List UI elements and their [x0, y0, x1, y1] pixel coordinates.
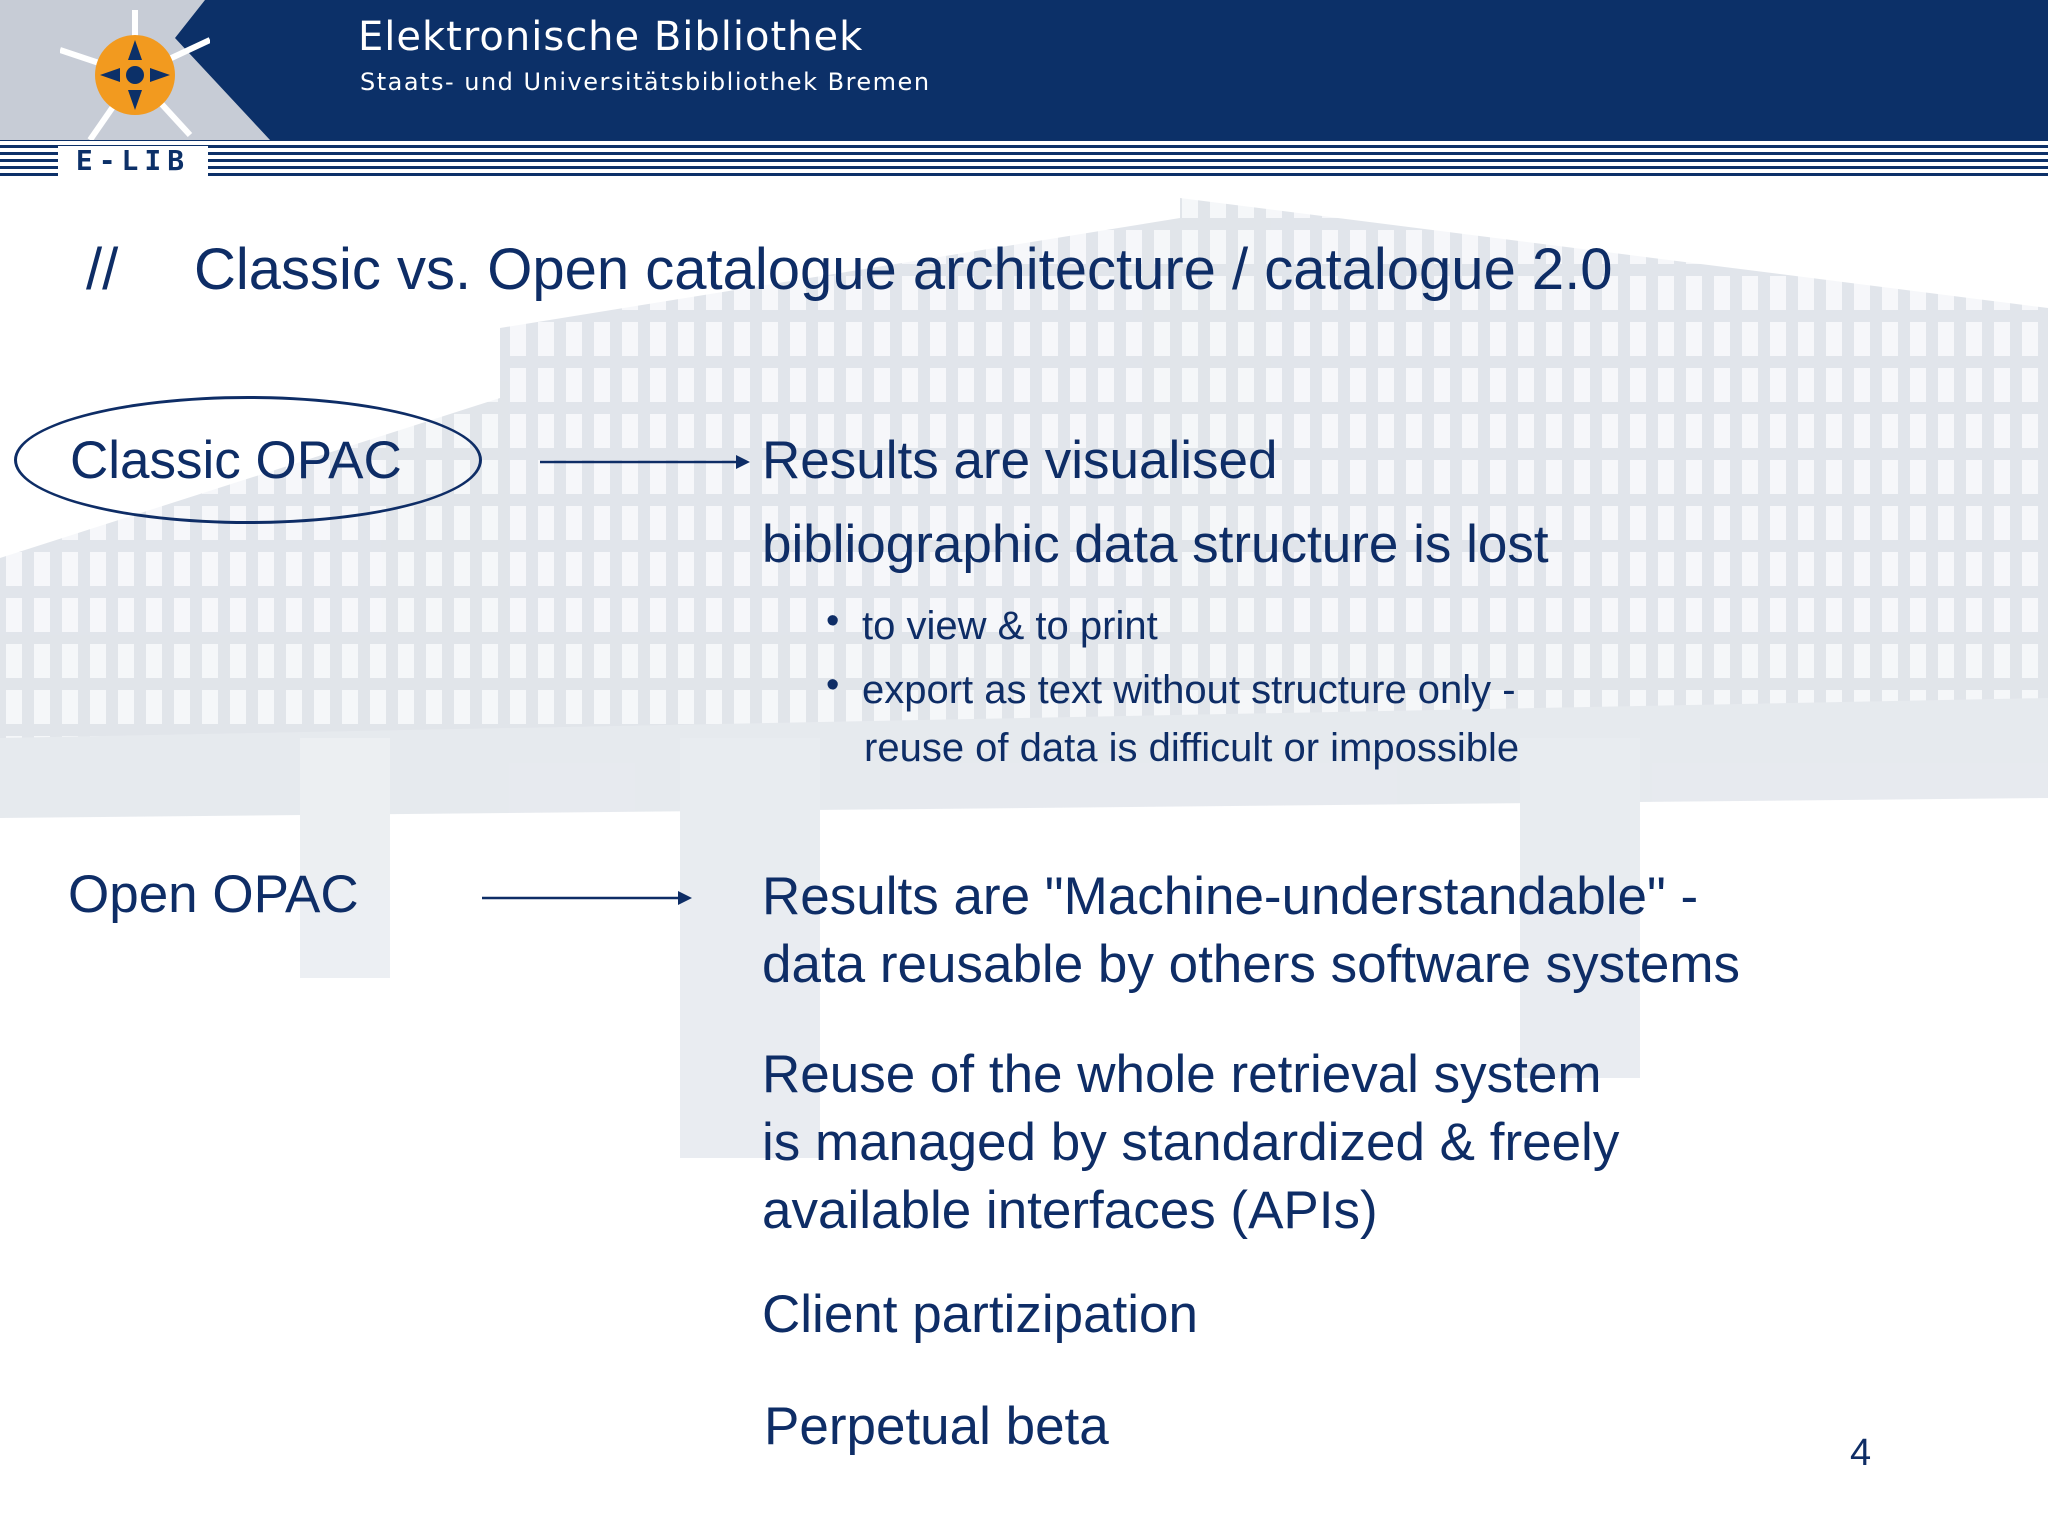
elib-logo-icon: [60, 10, 210, 140]
title-text: Classic vs. Open catalogue architecture …: [194, 237, 1613, 302]
header-banner: [0, 0, 2048, 140]
title-prefix: //: [86, 237, 119, 302]
arrow-right-icon: [540, 455, 750, 469]
classic-bullet: to view & to print: [862, 604, 1158, 648]
classic-opac-ellipse: [14, 396, 482, 524]
open-point: data reusable by others software systems: [762, 935, 1741, 994]
classic-bullet: export as text without structure only -: [862, 668, 1516, 712]
classic-point: Results are visualised: [762, 431, 1278, 490]
open-point: Client partizipation: [762, 1285, 1199, 1344]
open-point: available interfaces (APIs): [762, 1181, 1378, 1240]
header-subtitle: Staats- und Universitätsbibliothek Breme…: [360, 68, 931, 96]
open-opac-label: Open OPAC: [68, 865, 359, 924]
elib-logo-text: E-LIB: [58, 146, 208, 176]
bullet-icon: •: [826, 664, 840, 706]
page-number: 4: [1850, 1432, 1872, 1474]
classic-opac-label: Classic OPAC: [70, 431, 402, 490]
classic-point: bibliographic data structure is lost: [762, 515, 1549, 574]
slide-title: // Classic vs. Open catalogue architectur…: [86, 236, 1613, 303]
arrow-right-icon: [482, 891, 692, 905]
open-point: Perpetual beta: [764, 1397, 1109, 1456]
header-stripes: [0, 138, 2048, 178]
open-point: Reuse of the whole retrieval system: [762, 1045, 1602, 1104]
header-title: Elektronische Bibliothek: [358, 14, 864, 60]
open-point: is managed by standardized & freely: [762, 1113, 1620, 1172]
open-point: Results are "Machine-understandable" -: [762, 867, 1699, 926]
bullet-icon: •: [826, 600, 840, 642]
classic-bullet-continuation: reuse of data is difficult or impossible: [864, 726, 1520, 770]
